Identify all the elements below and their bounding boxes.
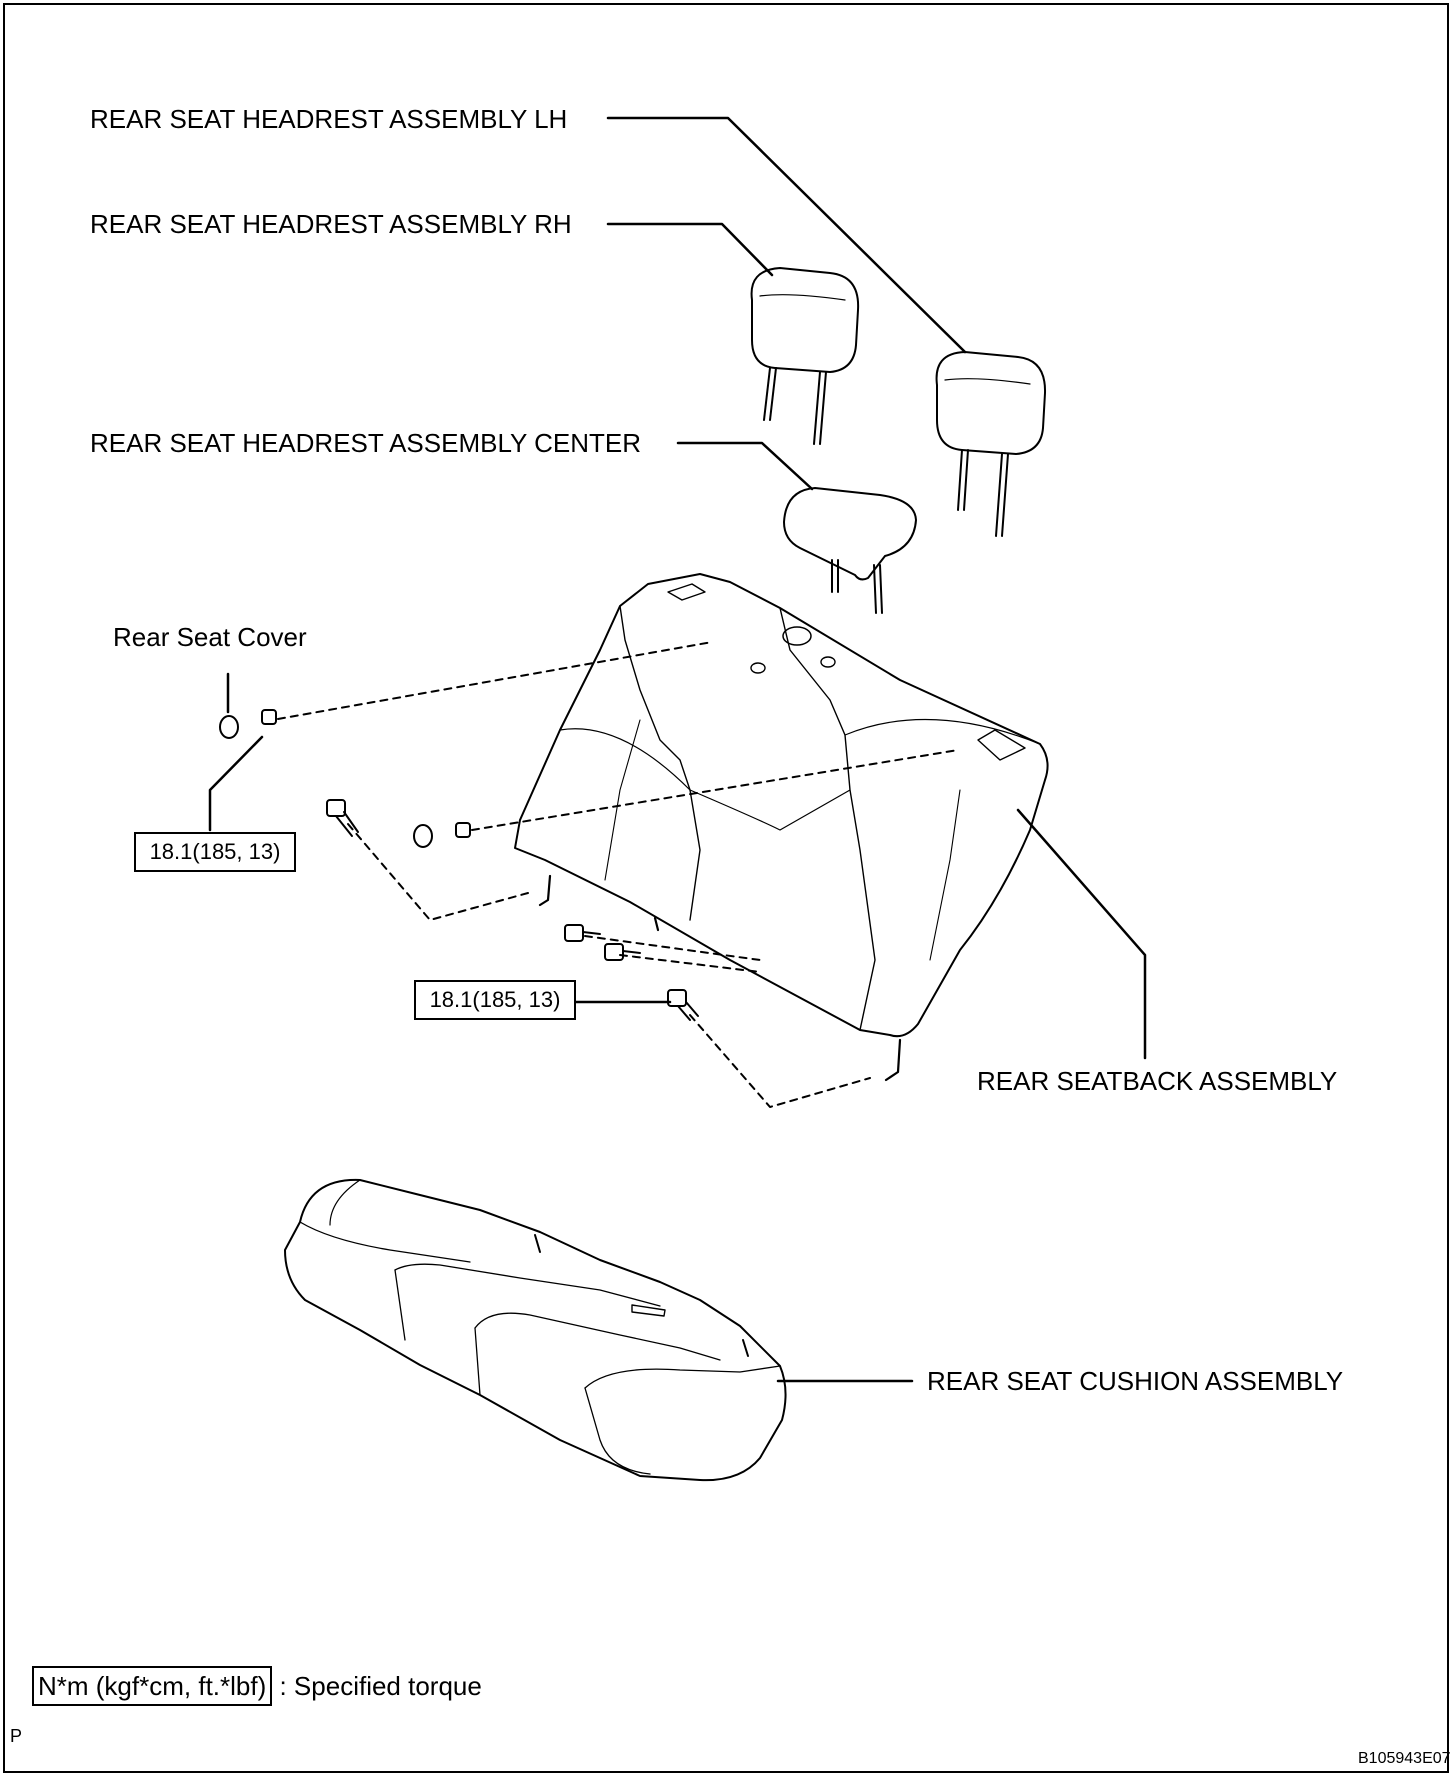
corner-letter: P [10, 1726, 23, 1746]
rear-seat-cover-label: Rear Seat Cover [113, 622, 307, 652]
headrest-center-drawing [783, 487, 917, 614]
diagram-frame [3, 3, 1449, 1773]
torque-callout-1: 18.1(185, 13) [134, 832, 296, 872]
seat-cover-clip-1 [219, 715, 239, 739]
torque-callout-2: 18.1(185, 13) [414, 980, 576, 1020]
dash-guide-middle [471, 749, 959, 831]
dash-guide-left-bolt [347, 823, 529, 921]
bolt-lower-2 [604, 943, 641, 961]
headrest-center-label: REAR SEAT HEADREST ASSEMBLY CENTER [90, 428, 641, 458]
headrest-lh-drawing [935, 351, 1047, 537]
fasteners [219, 709, 699, 1021]
rear-seatback-label: REAR SEATBACK ASSEMBLY [977, 1066, 1338, 1096]
rear-seat-cushion-label: REAR SEAT CUSHION ASSEMBLY [927, 1366, 1344, 1396]
nut-2 [455, 822, 471, 838]
leader-headrest-center [676, 441, 814, 491]
torque-legend: N*m (kgf*cm, ft.*lbf) : Specified torque [32, 1666, 482, 1706]
bolt-lower-1 [564, 924, 601, 942]
nut-1 [261, 709, 277, 725]
seat-cushion-drawing [284, 1178, 787, 1482]
headrest-rh-drawing [750, 267, 860, 445]
bolt-right [667, 989, 699, 1021]
leader-lines [208, 116, 1147, 1383]
headrest-lh-label: REAR SEAT HEADREST ASSEMBLY LH [90, 104, 568, 134]
leader-seatback [1016, 808, 1147, 1060]
torque-unit-box: N*m (kgf*cm, ft.*lbf) [32, 1666, 273, 1706]
bolt-left [326, 799, 359, 837]
leader-headrest-rh [606, 222, 774, 277]
figure-code: B105943E07 [1358, 1750, 1451, 1767]
seat-cover-clip-2 [413, 824, 433, 848]
headrest-rh-label: REAR SEAT HEADREST ASSEMBLY RH [90, 209, 572, 239]
dash-guide-lower-bolt-1 [584, 935, 761, 961]
dash-guide-lower-bolt-2 [619, 954, 761, 973]
dash-guide-right-bolt [689, 1014, 871, 1108]
leader-torque-1 [208, 735, 264, 832]
dash-guide-upper [277, 641, 713, 720]
torque-legend-text: : Specified torque [279, 1671, 482, 1701]
dashed-guides [277, 641, 959, 1108]
seatback-drawing [514, 573, 1049, 1082]
leader-headrest-lh [606, 116, 967, 354]
